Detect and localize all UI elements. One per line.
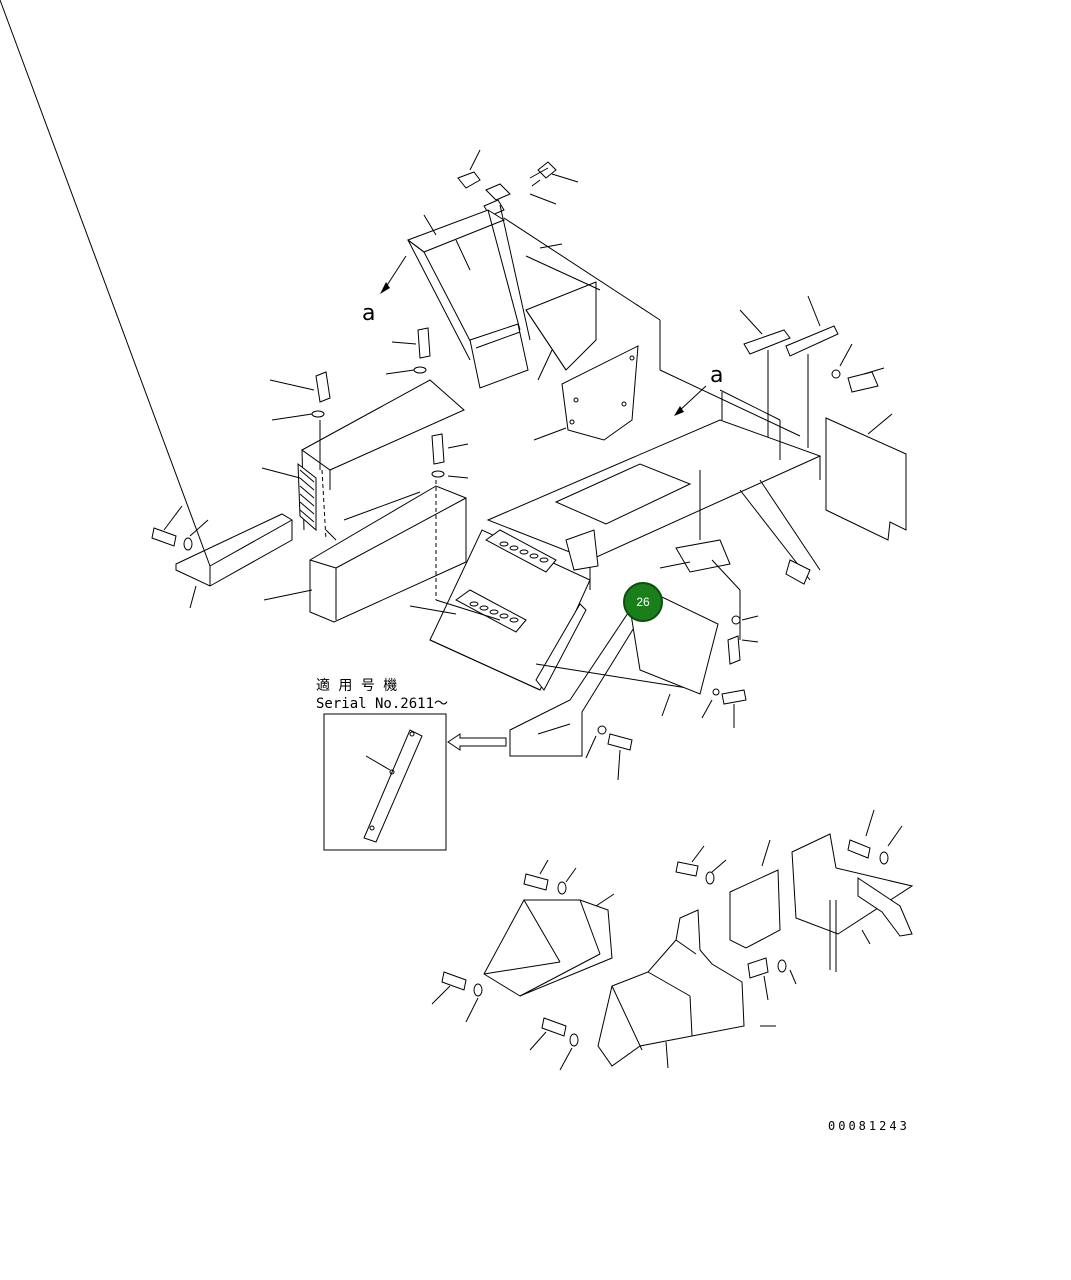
- right-side-panel: [825, 413, 907, 541]
- left-fender-assembly: [0, 0, 501, 623]
- bottom-center-bracket: [529, 909, 745, 1071]
- step-bracket-strip: [509, 609, 701, 757]
- serial-note-number-label: Serial No.2611～: [316, 696, 448, 712]
- step-cover-plate: [629, 595, 759, 728]
- part-26-hotspot-circle[interactable]: [623, 582, 663, 622]
- assembly-guide-lines: [503, 217, 801, 437]
- strip-bolt: [585, 725, 633, 781]
- view-callout-a-upper: a: [362, 301, 375, 326]
- right-spacer-bars: [739, 295, 885, 460]
- view-arrow-right: [674, 385, 707, 416]
- step-assembly: [409, 529, 591, 691]
- serial-note-applicable-label: 適 用 号 機: [316, 677, 397, 694]
- main-frame: [486, 389, 822, 640]
- view-callout-a-right: a: [710, 363, 723, 388]
- bottom-right-assembly: [675, 809, 914, 1027]
- angled-cover-plate: [525, 281, 597, 371]
- bottom-left-hopper: [431, 859, 615, 1023]
- serial-note-inset: 適 用 号 機 Serial No.2611～: [316, 677, 507, 851]
- grille-hatching: [297, 462, 317, 532]
- part-26-hotspot[interactable]: 26: [623, 582, 663, 622]
- part-26-hotspot-label[interactable]: 26: [636, 595, 650, 609]
- drawing-number: 00081243: [828, 1119, 910, 1133]
- upper-bracket-assembly: [380, 149, 579, 389]
- center-mounting-plate: [533, 345, 639, 441]
